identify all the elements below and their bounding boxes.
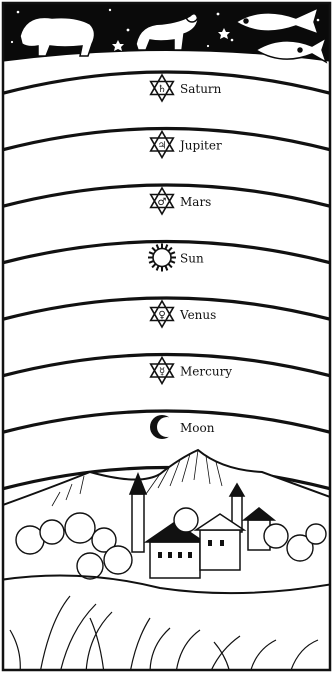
planet-symbol: ♃ (158, 141, 167, 152)
star-of-david-icon: ♄ (151, 75, 174, 101)
sphere-venus: ♀ Venus (151, 301, 217, 327)
star-of-david-icon: ♃ (151, 132, 174, 158)
sphere-mars: ♂ Mars (151, 188, 212, 214)
sphere-moon: Moon (150, 415, 215, 439)
sphere-label: Saturn (180, 82, 222, 96)
star-of-david-icon: ♀ (151, 301, 174, 327)
planet-symbol: ☿ (159, 367, 165, 378)
sphere-label: Mars (180, 195, 211, 209)
sphere-label: Mercury (180, 365, 232, 379)
earth-landscape (0, 450, 333, 673)
planet-symbol: ♀ (158, 310, 165, 321)
zodiac-sky-band (0, 0, 333, 62)
sphere-saturn: ♄ Saturn (151, 75, 222, 101)
sphere-sun: Sun (148, 244, 204, 272)
star-of-david-icon: ☿ (151, 358, 174, 384)
sphere-label: Moon (180, 421, 215, 435)
crescent-moon-icon (150, 415, 177, 439)
planet-symbol: ♂ (158, 197, 167, 208)
planet-symbol: ♄ (158, 84, 167, 95)
sphere-label: Venus (179, 308, 216, 322)
sun-icon (148, 244, 176, 272)
sphere-jupiter: ♃ Jupiter (151, 132, 222, 158)
sphere-label: Jupiter (178, 139, 222, 153)
sphere-mercury: ☿ Mercury (151, 358, 233, 384)
sphere-label: Sun (180, 252, 204, 266)
star-of-david-icon: ♂ (151, 188, 174, 214)
